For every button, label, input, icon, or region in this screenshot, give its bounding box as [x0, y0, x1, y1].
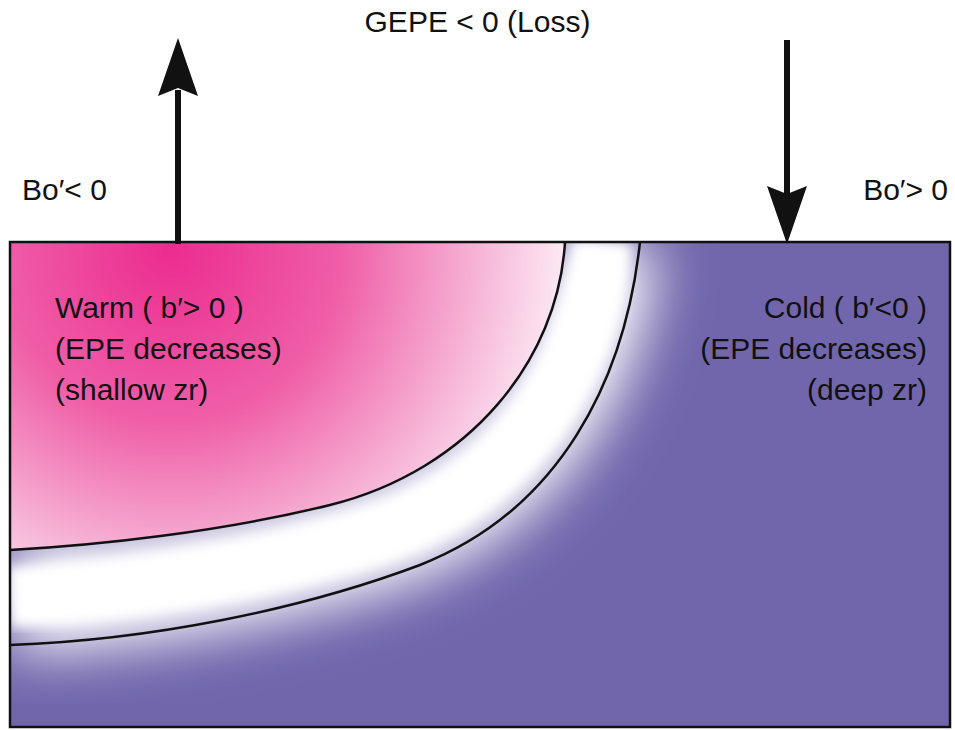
- region-label: Cold ( b′<0 ): [764, 290, 927, 326]
- water-fill: [10, 242, 950, 727]
- isopycnal-line: [10, 242, 565, 550]
- arrow-head: [767, 186, 807, 244]
- warm-water: [10, 242, 565, 550]
- flux-label: Bo′> 0: [863, 172, 948, 208]
- isopycnal-line: [10, 242, 640, 645]
- title-text: GEPE < 0 (Loss): [0, 4, 955, 40]
- ocean-border: [10, 242, 950, 727]
- flux-label: Bo′< 0: [22, 172, 107, 208]
- mixing-band: [10, 242, 602, 597]
- arrow-head: [158, 38, 198, 96]
- cold-water: [10, 242, 950, 727]
- region-label: (deep zr): [807, 372, 927, 408]
- region-label: (EPE decreases): [55, 331, 282, 367]
- flux-arrow-down: [784, 40, 790, 195]
- region-label: (EPE decreases): [700, 331, 927, 367]
- region-label: Warm ( b′> 0 ): [55, 290, 244, 326]
- mixing-band-glow: [10, 242, 602, 597]
- region-label: (shallow zr): [55, 372, 208, 408]
- flux-arrow-up: [175, 90, 181, 244]
